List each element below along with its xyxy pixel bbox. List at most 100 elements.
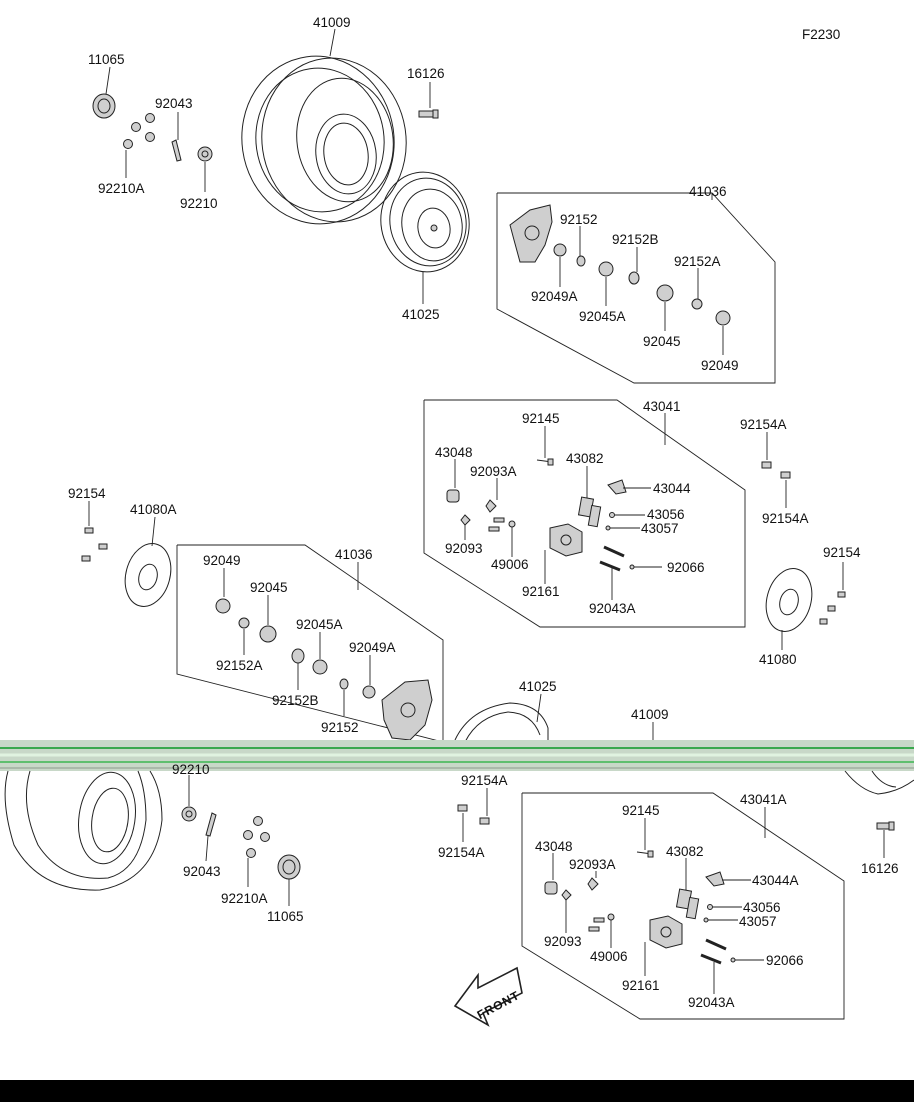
label-92043A-bottom: 92043A: [688, 995, 735, 1010]
label-16126-bottom: 16126: [861, 861, 899, 876]
label-92210-top: 92210: [180, 196, 218, 211]
pins-49006-bottom: [588, 913, 615, 932]
label-92152-top: 92152: [560, 212, 598, 227]
seal-92049-mid: [215, 598, 231, 614]
piston-43048-top: [446, 489, 460, 503]
label-92154-right: 92154: [823, 545, 861, 560]
label-16126-top: 16126: [407, 66, 445, 81]
label-92152B-top: 92152B: [612, 232, 659, 247]
hub-41036-top: [509, 204, 553, 263]
pins-92043A-92066-top: [599, 545, 635, 572]
label-43056-bottom: 43056: [743, 900, 781, 915]
label-43057-bottom: 43057: [739, 914, 777, 929]
label-11065-bottom: 11065: [267, 909, 304, 924]
label-92154A-tr1: 92154A: [740, 417, 787, 432]
bolt-16126-bottom: [876, 821, 895, 831]
label-41009-top: 41009: [313, 15, 351, 30]
hub-group-box-41036-mid: [176, 544, 444, 743]
label-41036-mid: 41036: [335, 547, 373, 562]
disc-41080: [765, 568, 813, 632]
label-41025-top: 41025: [402, 307, 440, 322]
collar-92152-mid: [339, 678, 349, 690]
label-92152A-top: 92152A: [674, 254, 721, 269]
label-92161-bottom: 92161: [622, 978, 660, 993]
label-92049A-mid: 92049A: [349, 640, 396, 655]
caliper-92161-top: [549, 523, 583, 557]
rim-41025-top: [380, 171, 470, 273]
label-92093A-bottom: 92093A: [569, 857, 616, 872]
nut-92210-top: [197, 146, 213, 162]
label-43048-top: 43048: [435, 445, 473, 460]
label-41009-mid: 41009: [631, 707, 669, 722]
spring-43044A: [705, 871, 725, 887]
nuts-92210A-bottom: [243, 816, 270, 858]
label-43041: 43041: [643, 399, 681, 414]
label-92154A-b2: 92154A: [438, 845, 485, 860]
label-92145-top: 92145: [522, 411, 560, 426]
label-41080: 41080: [759, 652, 797, 667]
label-92045-mid: 92045: [250, 580, 288, 595]
pads-43082-top: [577, 496, 602, 528]
label-43044: 43044: [653, 481, 691, 496]
pins-49006-top: [488, 517, 516, 532]
caliper-group-box-43041A: [521, 792, 845, 1020]
label-43056-top: 43056: [647, 507, 685, 522]
label-92049A-top: 92049A: [531, 289, 578, 304]
label-49006-bottom: 49006: [590, 949, 628, 964]
tire-41009-bottom: [4, 770, 163, 891]
label-92043-bottom: 92043: [183, 864, 221, 879]
label-92045A-mid: 92045A: [296, 617, 343, 632]
label-92043A-top: 92043A: [589, 601, 636, 616]
label-43082-bottom: 43082: [666, 844, 704, 859]
tire-41009-top: [241, 55, 407, 225]
bolts-92154-left: [81, 527, 108, 562]
bolt-92145-bottom: [636, 850, 654, 858]
label-49006-top: 49006: [491, 557, 529, 572]
label-43082-top: 43082: [566, 451, 604, 466]
bearing-92045-top: [656, 284, 674, 302]
label-43057-top: 43057: [641, 521, 679, 536]
pads-43082-bottom: [675, 888, 700, 920]
label-11065-top: 11065: [88, 52, 125, 67]
pin-43057-bottom: [703, 917, 709, 923]
nut-92210-bottom: [181, 806, 197, 822]
label-92093A-top: 92093A: [470, 464, 517, 479]
label-43044A: 43044A: [752, 873, 799, 888]
pins-92043A-92066-bottom: [700, 938, 736, 965]
collar-92152-top: [576, 255, 586, 267]
label-41036-top: 41036: [689, 184, 727, 199]
cotter-pin-92043-top: [171, 139, 182, 162]
collar-92152B-mid: [291, 648, 305, 664]
label-41080A: 41080A: [130, 502, 177, 517]
caliper-92161-bottom: [649, 915, 683, 949]
label-92210-bottom: 92210: [172, 762, 210, 777]
nuts-92210A-top: [123, 113, 155, 149]
label-41025-mid: 41025: [519, 679, 557, 694]
label-92049-mid: 92049: [203, 553, 241, 568]
label-92066-bottom: 92066: [766, 953, 804, 968]
seal-92093A-top: [485, 499, 497, 513]
collar-92152B-top: [628, 271, 640, 285]
label-92154A-tr2: 92154A: [762, 511, 809, 526]
bearing-92045-mid: [259, 625, 277, 643]
label-43041A: 43041A: [740, 792, 787, 807]
seal-92093-bottom: [561, 889, 572, 901]
front-direction-arrow: FRONT: [453, 966, 523, 1027]
bolt-16126-top: [418, 109, 439, 119]
seal-92093-top: [460, 514, 471, 526]
pin-43056-bottom: [707, 904, 713, 910]
collar-92152A-top: [691, 298, 703, 310]
label-92049-top: 92049: [701, 358, 739, 373]
pin-43057-top: [605, 525, 611, 531]
seal-92049-top: [715, 310, 731, 326]
seal-92093A-bottom: [587, 877, 599, 891]
collar-92152A-mid: [238, 617, 250, 629]
rim-41025-mid: [454, 702, 549, 743]
bolts-92154-right: [819, 591, 846, 625]
tire-41009-right-edge-inner: [871, 770, 897, 788]
label-92152B-mid: 92152B: [272, 693, 319, 708]
label-92152-mid: 92152: [321, 720, 359, 735]
label-92161-top: 92161: [522, 584, 560, 599]
label-92045A-top: 92045A: [579, 309, 626, 324]
